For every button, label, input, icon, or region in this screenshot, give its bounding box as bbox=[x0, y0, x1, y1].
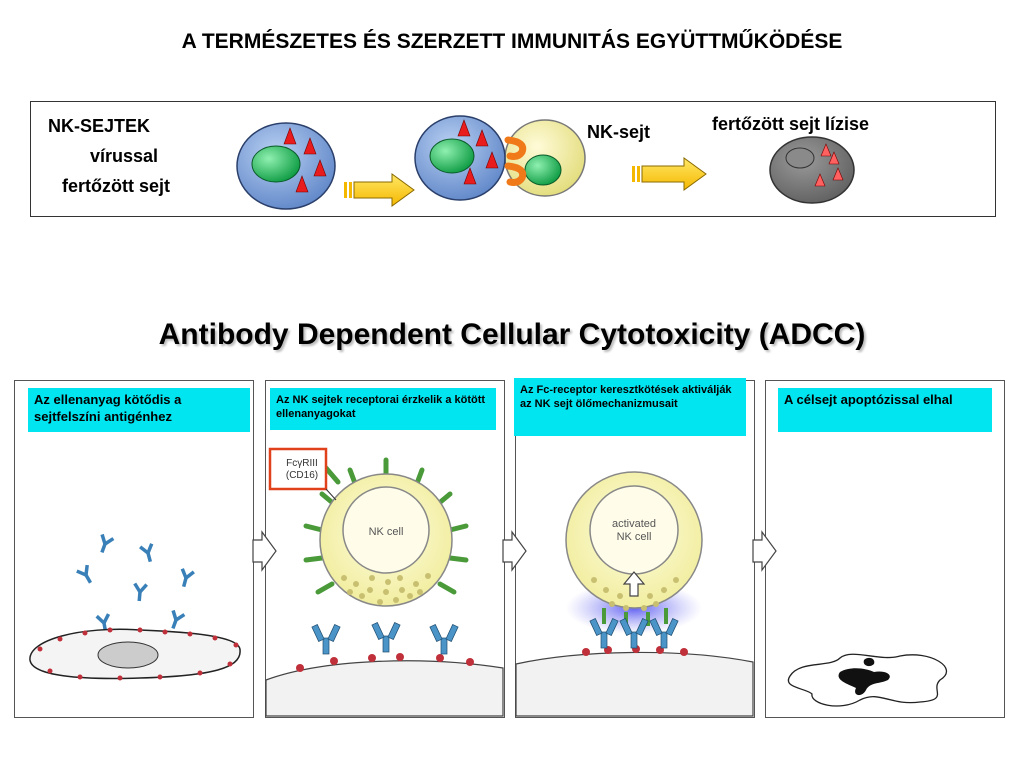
infected-cell bbox=[236, 122, 336, 210]
panel1-target-cell bbox=[29, 627, 241, 681]
arrow-2-icon bbox=[632, 157, 707, 191]
infected-cell-attacked bbox=[414, 115, 506, 201]
page-title: A TERMÉSZETES ÉS SZERZETT IMMUNITÁS EGYÜ… bbox=[181, 30, 843, 53]
panel3-target-surface bbox=[515, 618, 754, 717]
fc-receptor-label-box bbox=[268, 447, 337, 501]
panel2-nk-cell bbox=[303, 457, 469, 607]
panel3-caption: Az Fc-receptor keresztkötések aktiválják… bbox=[514, 378, 746, 436]
arrow-1-icon bbox=[344, 173, 415, 207]
fc-receptor-cd: (CD16) bbox=[285, 470, 319, 481]
nk-sejt-label: NK-sejt bbox=[587, 122, 651, 142]
nk-cell-label: NK cell bbox=[368, 526, 404, 538]
panel2-target-surface bbox=[265, 622, 504, 717]
receptor-hooks-icon bbox=[504, 136, 527, 186]
lysis-label: fertőzött sejt lízise bbox=[712, 114, 870, 134]
activated-nk-label: NK cell bbox=[616, 531, 652, 543]
panel2-caption: Az NK sejtek receptorai érzkelik a kötöt… bbox=[270, 388, 496, 430]
panel-arrow-icon bbox=[252, 530, 777, 572]
panel1-antibodies bbox=[75, 532, 196, 635]
virussal-label: vírussal bbox=[90, 146, 159, 166]
activated-label: activated bbox=[611, 518, 657, 530]
nk-sejtek-label: NK-SEJTEK bbox=[48, 116, 151, 136]
adcc-title: Antibody Dependent Cellular Cytotoxicity… bbox=[158, 318, 866, 351]
panel4-apoptotic-cell bbox=[787, 653, 948, 707]
panel4-caption: A célsejt apoptózissal elhal bbox=[778, 388, 992, 432]
fertozott-sejt-label: fertőzött sejt bbox=[62, 176, 170, 196]
lysed-cell bbox=[769, 136, 855, 204]
panel3-activated-nk-cell bbox=[565, 471, 703, 634]
fc-receptor-name: FcγRIII bbox=[286, 458, 318, 469]
panel1-caption: Az ellenanyag kötődis a sejtfelszíni ant… bbox=[28, 388, 250, 432]
activated-nk-cell-label: activated NK cell bbox=[600, 518, 668, 544]
fc-receptor-label: FcγRIII (CD16) bbox=[281, 458, 323, 482]
